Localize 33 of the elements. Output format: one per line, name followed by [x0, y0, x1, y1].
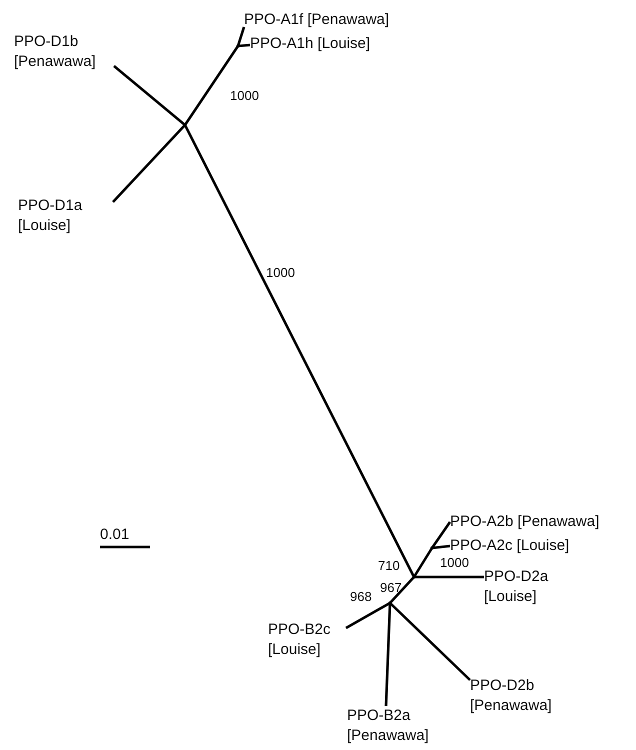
taxon-label: PPO-A1f [Penawawa] — [244, 10, 390, 30]
tree-branch — [389, 602, 471, 681]
bootstrap-value: 1000 — [230, 88, 259, 103]
bootstrap-value: 1000 — [440, 555, 469, 570]
tree-branch — [236, 26, 246, 46]
tree-branch — [238, 44, 250, 48]
tree-branch — [432, 544, 450, 550]
taxon-label: PPO-A1h [Louise] — [250, 34, 370, 54]
tree-branch — [345, 602, 391, 630]
tree-branch — [112, 124, 186, 203]
taxon-label: PPO-D2a [Louise] — [484, 567, 574, 607]
taxon-label: PPO-B2c [Louise] — [268, 620, 346, 660]
taxon-label: PPO-B2a [Penawawa] — [347, 706, 447, 746]
tree-branch — [412, 547, 434, 578]
tree-branch — [414, 576, 484, 578]
tree-branch — [430, 521, 452, 549]
taxon-label: PPO-D1b [Penawawa] — [14, 32, 114, 72]
taxon-label: PPO-D2b [Penawawa] — [470, 676, 570, 716]
taxon-label: PPO-A2c [Louise] — [450, 536, 570, 556]
branch-point — [430, 546, 434, 550]
tree-branch — [384, 602, 392, 706]
branch-point — [236, 44, 240, 48]
bootstrap-value: 968 — [350, 589, 372, 604]
taxon-label: PPO-A2b [Penawawa] — [450, 512, 600, 532]
tree-branch — [113, 65, 186, 126]
tree-branch — [389, 576, 415, 604]
tree-branch — [184, 124, 416, 578]
bootstrap-value: 710 — [378, 558, 400, 573]
bootstrap-value: 967 — [380, 580, 402, 595]
bootstrap-value: 1000 — [266, 265, 295, 280]
scale-label: 0.01 — [100, 527, 130, 542]
tree-branch — [184, 45, 240, 126]
taxon-label: PPO-D1a [Louise] — [18, 196, 113, 236]
